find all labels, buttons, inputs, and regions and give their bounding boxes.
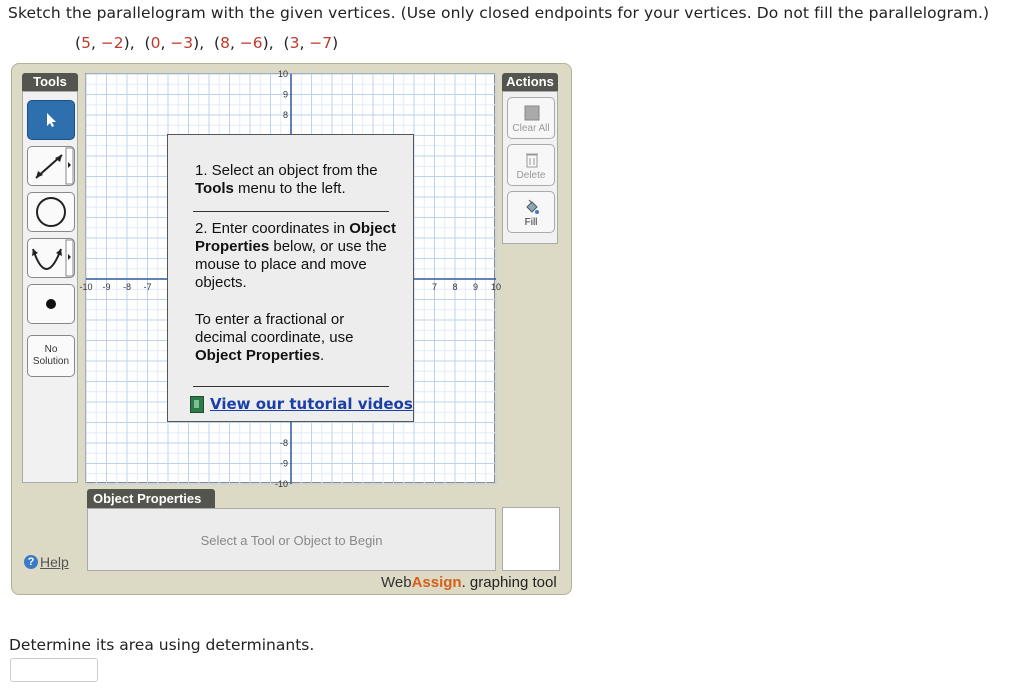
instruction-step1: 1. Select an object from the Tools menu … (195, 162, 378, 197)
parabola-tool-button[interactable] (27, 238, 75, 278)
trash-icon (526, 153, 538, 168)
tools-panel-title: Tools (22, 73, 78, 91)
x-tick-label: 7 (432, 282, 437, 292)
paint-bucket-icon (526, 199, 539, 214)
no-solution-button[interactable]: No Solution (27, 335, 75, 377)
pointer-tool-button[interactable] (27, 100, 75, 140)
instruction-step2: 2. Enter coordinates in Object Propertie… (195, 220, 396, 291)
webassign-brand: WebAssign. graphing tool (381, 574, 557, 591)
vertex-4: (3, −7) (283, 34, 339, 52)
parabola-icon (32, 239, 74, 277)
vertex-2: (0, −3), (144, 34, 205, 52)
circle-tool-button[interactable] (27, 192, 75, 232)
x-tick-label: -10 (79, 282, 92, 292)
circle-icon (36, 197, 66, 227)
help-icon: ? (24, 555, 38, 569)
no-solution-label-line1: No (44, 344, 58, 355)
x-tick-label: 10 (491, 282, 501, 292)
vertex-1: (5, −2), (75, 34, 135, 52)
tools-panel: No Solution (22, 91, 78, 483)
tutorial-link-row[interactable]: View our tutorial videos (190, 395, 413, 413)
clear-all-icon (524, 105, 540, 121)
object-properties-panel: Select a Tool or Object to Begin (87, 508, 496, 571)
popup-divider-1 (193, 211, 389, 212)
x-tick-label: -7 (143, 282, 151, 292)
arrow-pointer-icon (47, 113, 56, 127)
actions-panel: Clear All Delete Fill (502, 91, 558, 244)
popup-divider-2 (193, 386, 389, 387)
y-tick-label: -8 (280, 438, 288, 448)
area-answer-input[interactable] (10, 658, 98, 682)
point-icon (46, 299, 56, 309)
help-link[interactable]: ? Help (24, 554, 69, 570)
x-tick-label: 9 (473, 282, 478, 292)
vertex-3: (8, −6), (214, 34, 274, 52)
object-properties-title: Object Properties (87, 489, 215, 508)
point-tool-button[interactable] (27, 284, 75, 324)
no-solution-label-line2: Solution (32, 356, 70, 367)
object-properties-side-box (502, 507, 560, 571)
question-instruction: Sketch the parallelogram with the given … (8, 4, 990, 22)
y-tick-label: 10 (278, 69, 288, 79)
x-tick-label: -8 (123, 282, 131, 292)
tutorial-videos-link[interactable]: View our tutorial videos (210, 395, 413, 413)
clear-all-button[interactable]: Clear All (507, 97, 555, 139)
actions-panel-title: Actions (502, 73, 558, 91)
area-question: Determine its area using determinants. (9, 636, 315, 654)
delete-button[interactable]: Delete (507, 144, 555, 186)
y-tick-label: -10 (275, 479, 288, 489)
x-tick-label: -9 (102, 282, 110, 292)
instructions-popup: 1. Select an object from the Tools menu … (167, 134, 414, 422)
x-tick-label: 8 (452, 282, 457, 292)
vertex-list: (5, −2), (0, −3), (8, −6), (3, −7) (75, 34, 338, 52)
film-icon (190, 395, 204, 413)
fill-button[interactable]: Fill (507, 191, 555, 233)
line-tool-button[interactable] (27, 146, 75, 186)
line-segment-icon (35, 147, 74, 185)
instruction-fraction: To enter a fractional or decimal coordin… (195, 311, 354, 364)
y-tick-label: 8 (283, 110, 288, 120)
y-tick-label: 9 (283, 90, 288, 100)
y-tick-label: -9 (280, 459, 288, 469)
